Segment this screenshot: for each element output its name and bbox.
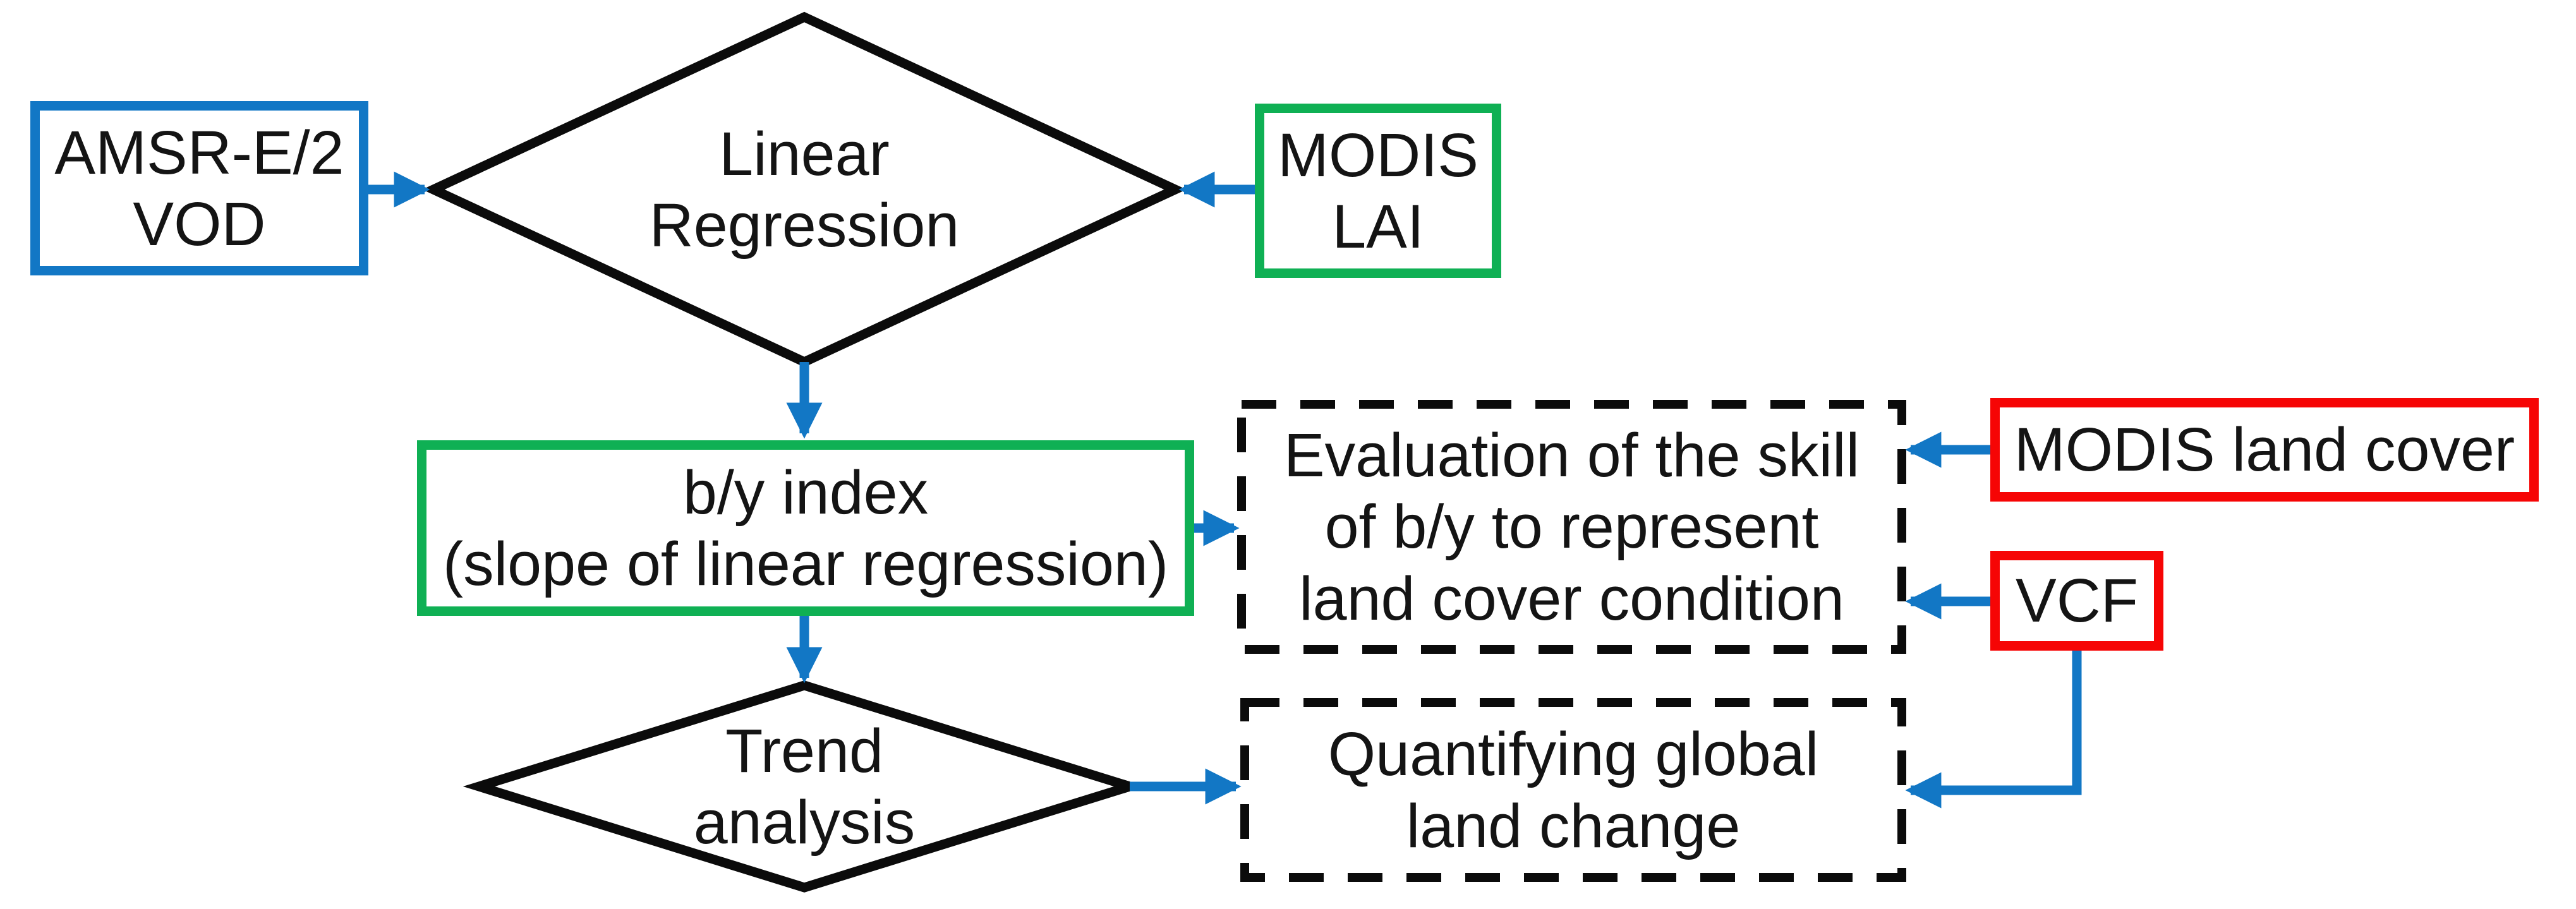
trend-analysis-diamond — [463, 680, 1146, 893]
quantifying-dashed-box — [1240, 698, 1906, 882]
quantifying-label-container: Quantifying global land change — [1251, 709, 1896, 871]
evaluation-dashed-box — [1237, 400, 1906, 654]
quantifying-label: Quantifying global land change — [1327, 719, 1819, 860]
trend-analysis-label: Trend analysis — [693, 716, 916, 857]
trend-analysis-label-container: Trend analysis — [600, 698, 1008, 875]
modis-land-cover-box: MODIS land cover — [1990, 398, 2539, 502]
modis-lai-box: MODIS LAI — [1255, 104, 1501, 278]
arrow-vcf-to-quantifying — [1905, 651, 2082, 809]
vcf-box: VCF — [1990, 551, 2163, 651]
modis-land-cover-label: MODIS land cover — [2014, 415, 2515, 485]
amsr-vod-label: AMSR-E/2 VOD — [54, 117, 344, 258]
modis-lai-label: MODIS LAI — [1278, 120, 1478, 261]
evaluation-label-container: Evaluation of the skill of b/y to repres… — [1248, 411, 1896, 643]
by-index-box: b/y index (slope of linear regression) — [417, 440, 1194, 616]
evaluation-label: Evaluation of the skill of b/y to repres… — [1283, 420, 1860, 633]
linear-regression-label: Linear Regression — [649, 119, 960, 260]
by-index-label: b/y index (slope of linear regression) — [442, 457, 1169, 598]
linear-regression-label-container: Linear Regression — [569, 101, 1040, 278]
amsr-vod-box: AMSR-E/2 VOD — [30, 101, 368, 275]
vcf-label: VCF — [2016, 566, 2138, 635]
